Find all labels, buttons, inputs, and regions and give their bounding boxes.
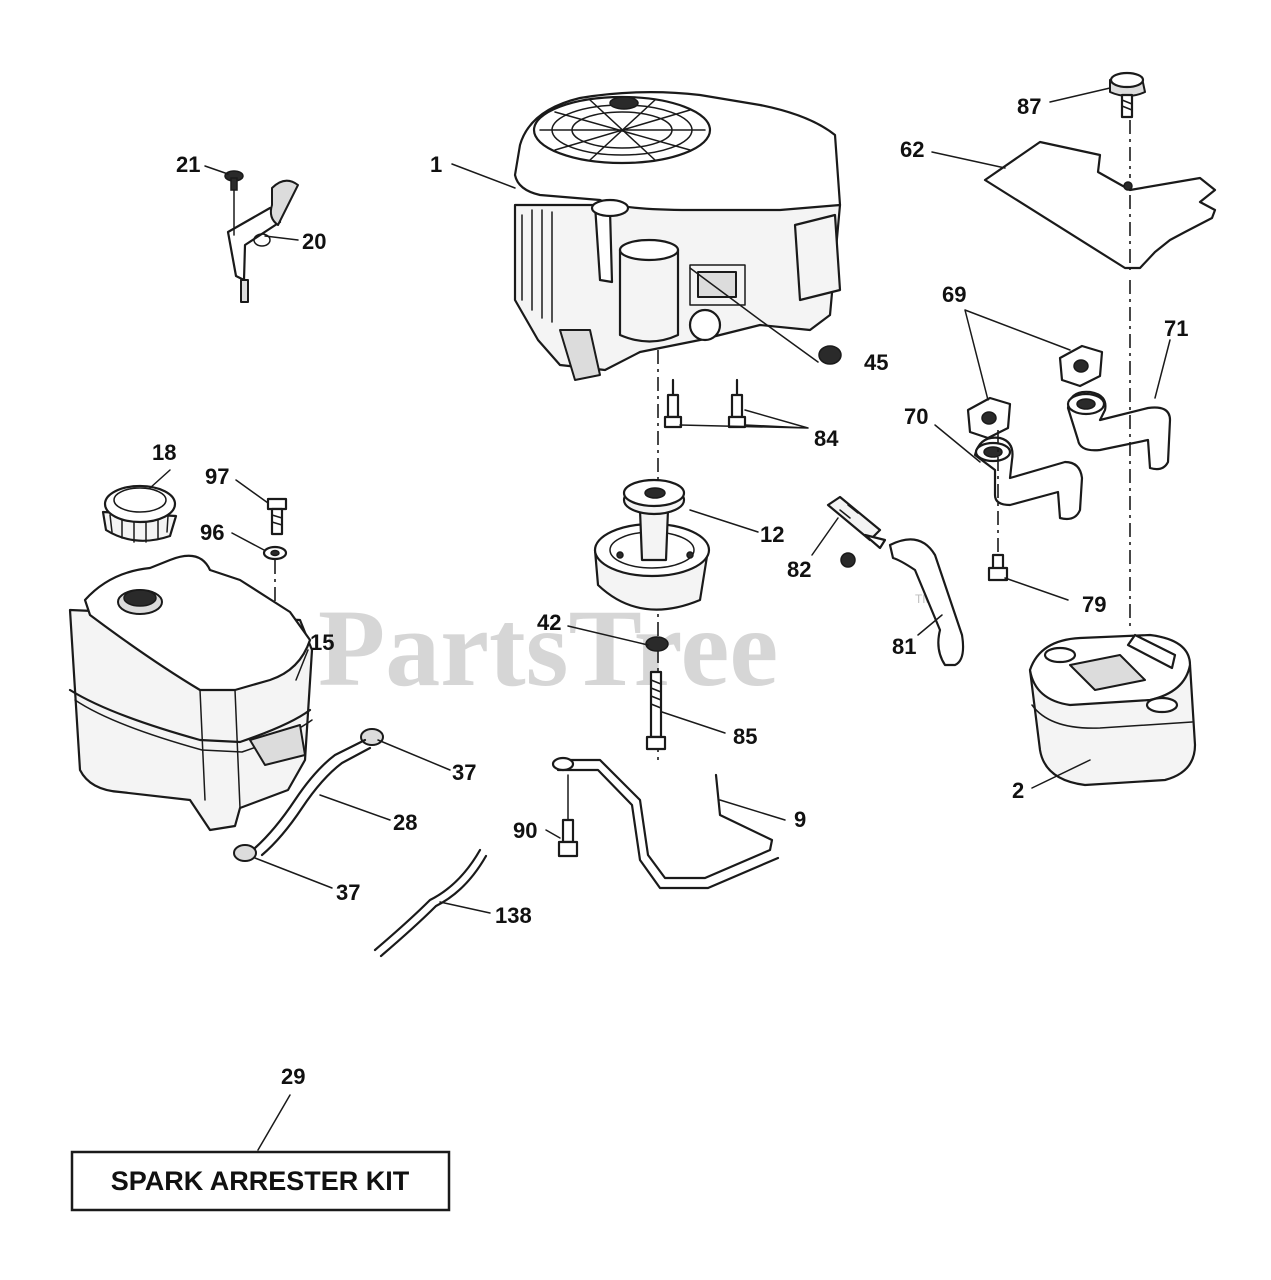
spark-arrester-kit[interactable]: SPARK ARRESTER KIT (70, 1150, 451, 1212)
bolt-85[interactable] (645, 670, 667, 751)
callout-85: 85 (733, 724, 757, 749)
callout-97: 97 (205, 464, 229, 489)
callout-70: 70 (904, 404, 928, 429)
callout-87: 87 (1017, 94, 1041, 119)
fuel-line-28[interactable] (253, 738, 372, 857)
fuel-filter-82[interactable] (826, 495, 887, 568)
muffler-2[interactable] (1028, 633, 1197, 787)
fuel-cap-18[interactable] (101, 484, 178, 543)
callout-90: 90 (513, 818, 537, 843)
callout-81: 81 (892, 634, 916, 659)
fuel-tank-15[interactable] (68, 554, 314, 832)
brace-rod-9[interactable] (551, 756, 780, 890)
watermark: PartsTree (318, 587, 778, 709)
throttle-bracket-20[interactable] (226, 179, 299, 303)
callout-69: 69 (942, 282, 966, 307)
callout-9: 9 (794, 807, 806, 832)
callout-1: 1 (430, 152, 442, 177)
spark-arrester-kit-label: SPARK ARRESTER KIT (111, 1166, 410, 1196)
bolt-90[interactable] (557, 774, 579, 858)
exhaust-pipe-71[interactable] (1066, 390, 1172, 471)
engine[interactable] (513, 91, 842, 381)
exhaust-pipe-70[interactable] (973, 436, 1084, 521)
fuel-line-138[interactable] (373, 848, 488, 958)
screw-21[interactable] (224, 170, 244, 236)
clamp-37-lower[interactable] (233, 844, 257, 862)
callout-45: 45 (864, 350, 888, 375)
callout-12: 12 (760, 522, 784, 547)
heat-shield-62[interactable] (983, 140, 1217, 270)
callout-71: 71 (1164, 316, 1188, 341)
callout-28: 28 (393, 810, 417, 835)
callout-29: 29 (281, 1064, 305, 1089)
callout-37-lower: 37 (336, 880, 360, 905)
callout-labels: 1 2 9 12 15 18 20 21 28 29 37 37 42 45 6… (152, 94, 1188, 1089)
callout-138: 138 (495, 903, 532, 928)
callout-21: 21 (176, 152, 200, 177)
callout-20: 20 (302, 229, 326, 254)
leader-lines (149, 87, 1171, 1151)
callout-96: 96 (200, 520, 224, 545)
callout-79: 79 (1082, 592, 1106, 617)
hose-81[interactable] (888, 538, 965, 667)
callout-2: 2 (1012, 778, 1024, 803)
bolts-84[interactable] (663, 378, 747, 429)
plug-45[interactable] (818, 345, 842, 365)
pulley-12[interactable] (593, 478, 711, 611)
callout-84: 84 (814, 426, 839, 451)
washer-42[interactable] (645, 636, 669, 652)
knob-87[interactable] (1109, 71, 1146, 119)
callout-62: 62 (900, 137, 924, 162)
screw-97[interactable] (266, 497, 288, 536)
callout-82: 82 (787, 557, 811, 582)
washer-96[interactable] (262, 545, 288, 561)
callout-42: 42 (537, 610, 561, 635)
gaskets-69[interactable] (966, 344, 1104, 440)
callout-37-upper: 37 (452, 760, 476, 785)
callout-15: 15 (310, 630, 334, 655)
callout-18: 18 (152, 440, 176, 465)
clamp-37-upper[interactable] (360, 728, 384, 746)
bolt-79[interactable] (987, 430, 1009, 582)
